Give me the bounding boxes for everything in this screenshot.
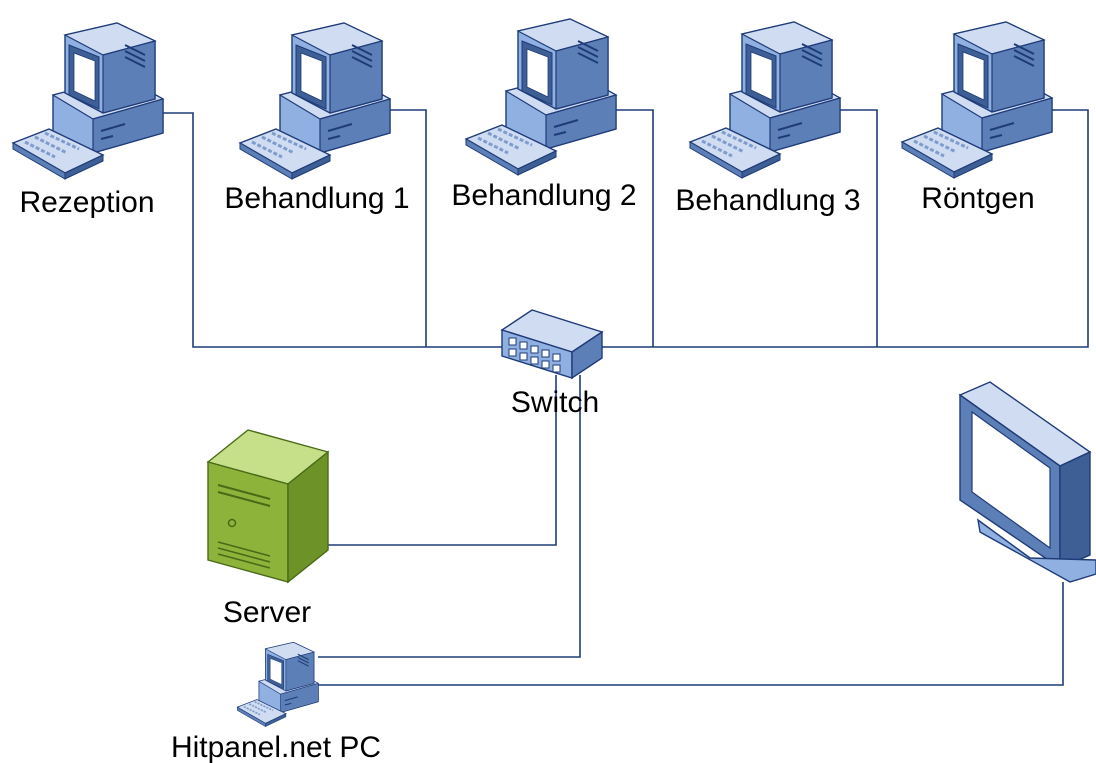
node-label: Switch — [511, 386, 599, 419]
wire-hitpanel-monitor — [318, 582, 1064, 686]
wire-behandlung-2-switch — [605, 109, 654, 347]
node-hitpanel-pc[interactable]: Hitpanel.net PC — [171, 641, 381, 763]
node-label: Behandlung 3 — [675, 184, 860, 217]
wire-behandlung-1-switch — [387, 109, 427, 347]
node-switch[interactable]: Switch — [501, 309, 603, 419]
node-server[interactable]: Server — [206, 429, 330, 629]
wire-hitpanel-switch — [318, 375, 581, 658]
wire-roentgen-switch — [555, 109, 1089, 348]
node-rezeption[interactable]: Rezeption — [11, 21, 165, 219]
node-behandlung-1[interactable]: Behandlung 1 — [224, 21, 410, 215]
workstation-icon — [900, 20, 1054, 180]
wire-behandlung-3-switch — [830, 109, 878, 347]
node-label: Behandlung 2 — [451, 179, 636, 212]
workstation-icon — [238, 21, 392, 181]
node-behandlung-2[interactable]: Behandlung 2 — [451, 17, 637, 212]
network-switch-icon — [501, 309, 603, 379]
node-behandlung-3[interactable]: Behandlung 3 — [675, 20, 861, 217]
server-tower-icon — [206, 429, 330, 584]
wire-rezeption-switch — [162, 112, 555, 348]
node-monitor[interactable] — [958, 381, 1096, 583]
workstation-icon — [11, 21, 165, 181]
connection-lines — [162, 109, 1089, 686]
node-label: Hitpanel.net PC — [171, 731, 381, 763]
workstation-icon — [464, 17, 618, 177]
wire-server-switch — [328, 375, 557, 546]
workstation-icon — [236, 641, 320, 728]
workstation-icon — [688, 20, 842, 180]
node-label: Röntgen — [921, 182, 1034, 215]
node-label: Rezeption — [19, 186, 154, 219]
node-label: Behandlung 1 — [224, 182, 409, 215]
node-label: Server — [223, 596, 311, 629]
monitor-icon — [958, 381, 1096, 583]
node-roentgen[interactable]: Röntgen — [900, 20, 1054, 215]
